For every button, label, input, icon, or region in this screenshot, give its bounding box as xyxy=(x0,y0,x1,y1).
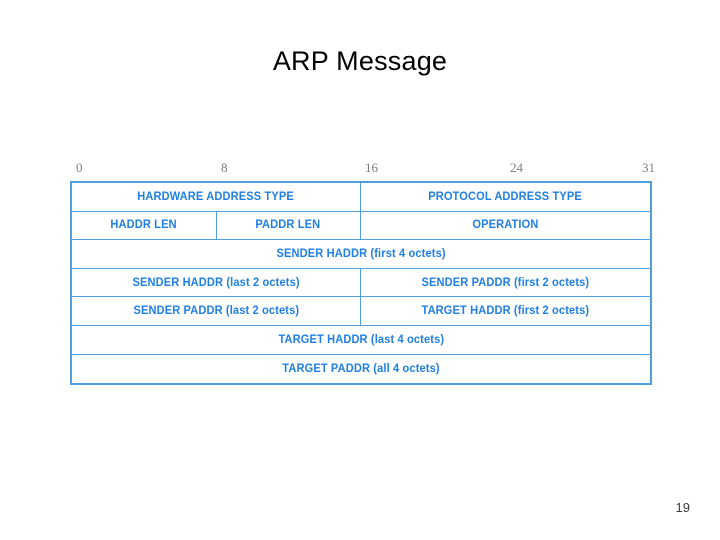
ruler-tick-8: 8 xyxy=(221,160,228,175)
packet-field-label: OPERATION xyxy=(472,219,539,232)
ruler-tick-24: 24 xyxy=(510,160,523,175)
packet-field-cell: TARGET HADDR (last 4 octets) xyxy=(72,326,650,354)
arp-packet-diagram: 0 8 16 24 31 HARDWARE ADDRESS TYPE PROTOC… xyxy=(70,160,655,386)
packet-row: HADDR LEN PADDR LEN OPERATION xyxy=(72,211,650,241)
page-title: ARP Message xyxy=(272,46,448,76)
packet-field-cell: HADDR LEN xyxy=(72,211,217,240)
packet-field-cell: SENDER HADDR (last 2 octets) xyxy=(72,268,361,297)
packet-field-cell: OPERATION xyxy=(361,212,650,240)
packet-row: SENDER HADDR (last 2 octets) SENDER PADDR… xyxy=(72,268,650,298)
packet-field-cell: PADDR LEN xyxy=(217,211,361,240)
packet-field-cell: TARGET HADDR (first 2 octets) xyxy=(361,297,650,325)
packet-field-label: TARGET PADDR (all 4 octets) xyxy=(282,362,440,375)
arp-packet-table: HARDWARE ADDRESS TYPE PROTOCOL ADDRESS TY… xyxy=(70,181,652,386)
packet-field-cell: TARGET PADDR (all 4 octets) xyxy=(72,355,650,384)
packet-row: SENDER HADDR (first 4 octets) xyxy=(72,240,650,269)
page-number: 19 xyxy=(675,500,690,515)
packet-field-cell: SENDER PADDR (first 2 octets) xyxy=(361,269,650,297)
packet-field-label: PADDR LEN xyxy=(255,219,321,232)
packet-field-label: TARGET HADDR (last 4 octets) xyxy=(278,333,444,346)
packet-field-label: SENDER PADDR (first 2 octets) xyxy=(421,276,590,289)
packet-field-cell: SENDER HADDR (first 4 octets) xyxy=(72,240,650,268)
packet-row: SENDER PADDR (last 2 octets) TARGET HADDR… xyxy=(72,297,650,326)
packet-field-label: SENDER PADDR (last 2 octets) xyxy=(133,305,299,318)
packet-field-label: TARGET HADDR (first 2 octets) xyxy=(421,305,590,318)
packet-row: TARGET HADDR (last 4 octets) xyxy=(72,326,650,355)
packet-field-label: SENDER HADDR (last 2 octets) xyxy=(132,276,300,289)
ruler-tick-31: 31 xyxy=(642,160,655,175)
packet-field-label: HARDWARE ADDRESS TYPE xyxy=(137,190,295,203)
packet-row: TARGET PADDR (all 4 octets) xyxy=(72,355,650,384)
packet-field-label: SENDER HADDR (first 4 octets) xyxy=(276,247,446,260)
packet-field-label: HADDR LEN xyxy=(110,219,177,232)
packet-field-label: PROTOCOL ADDRESS TYPE xyxy=(428,190,583,203)
ruler-tick-0: 0 xyxy=(76,160,83,175)
packet-field-cell: HARDWARE ADDRESS TYPE xyxy=(72,183,361,211)
bit-offset-ruler: 0 8 16 24 31 xyxy=(70,160,655,181)
ruler-tick-16: 16 xyxy=(365,160,378,175)
packet-field-cell: SENDER PADDR (last 2 octets) xyxy=(72,297,361,325)
packet-row: HARDWARE ADDRESS TYPE PROTOCOL ADDRESS TY… xyxy=(72,183,650,212)
packet-field-cell: PROTOCOL ADDRESS TYPE xyxy=(361,183,650,211)
